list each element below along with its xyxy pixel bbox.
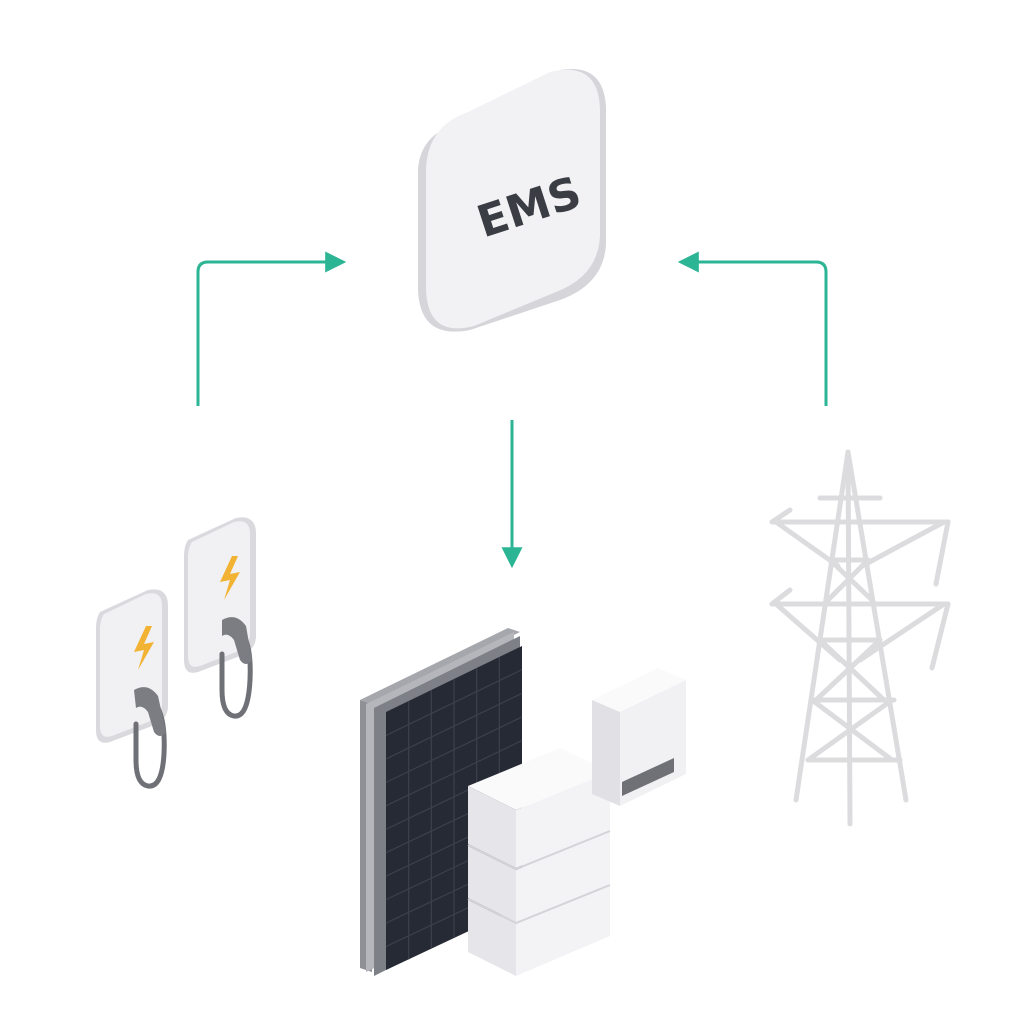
bolt-icon bbox=[134, 626, 154, 670]
ev-charger-front bbox=[96, 589, 168, 789]
solar-cell-gridline bbox=[385, 716, 523, 783]
connector-chargers-to-ems bbox=[196, 251, 347, 406]
solar-cell-gridline bbox=[385, 669, 523, 736]
charger-plug bbox=[134, 687, 166, 736]
connector-grid-to-ems bbox=[677, 251, 828, 406]
power-tower-icon bbox=[769, 449, 951, 827]
ems-hub-icon: EMS bbox=[418, 68, 607, 332]
ems-hub-face bbox=[426, 69, 600, 329]
connectors bbox=[196, 251, 828, 569]
ev-charger-icon bbox=[96, 517, 256, 789]
charger-plug bbox=[222, 617, 252, 664]
inverter bbox=[592, 668, 686, 806]
battery-stack bbox=[467, 748, 611, 976]
solar-cell-gridline bbox=[385, 692, 523, 760]
battery-top bbox=[468, 748, 610, 810]
inverter-display bbox=[622, 758, 674, 796]
ev-charger-back bbox=[184, 517, 256, 719]
bolt-icon bbox=[220, 556, 240, 600]
solar-cell-gridline bbox=[385, 740, 523, 807]
solar-panel-battery-icon bbox=[360, 628, 686, 976]
